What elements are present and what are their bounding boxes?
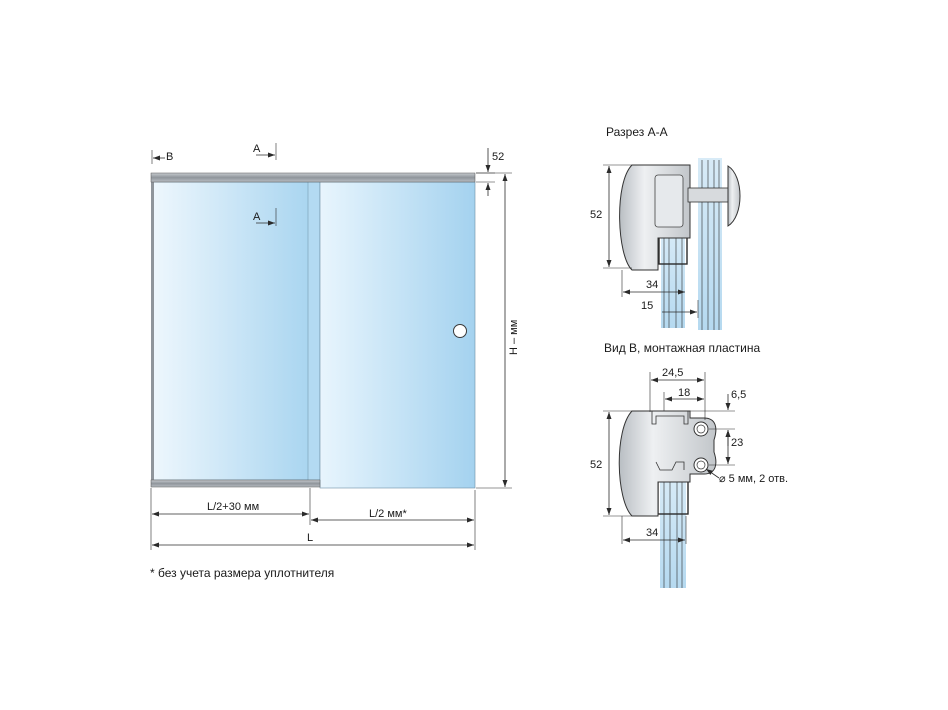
dim-52-top: 52 [492, 151, 504, 163]
section-aa-title: Разрез А-А [606, 125, 668, 139]
section-wall-glass [698, 158, 722, 330]
dim-total-width: L [307, 532, 313, 544]
handle-knob [453, 324, 467, 338]
viewb-dim-52: 52 [590, 459, 602, 471]
view-b-title: Вид B, монтажная пластина [604, 341, 760, 355]
section-cap [727, 165, 741, 227]
panel-overlap-strip [307, 181, 321, 481]
section-bolt [687, 187, 731, 203]
dim-right-width: L/2 мм* [369, 508, 407, 520]
viewb-hole-top [693, 421, 709, 437]
section-dim-34: 34 [646, 279, 658, 291]
viewb-dim-23: 23 [731, 437, 743, 449]
front-view: B A A 52 H – мм L/2+30 мм L/2 мм* L [150, 143, 520, 550]
viewb-glass [660, 476, 686, 588]
viewb-dim-6-5: 6,5 [731, 389, 746, 401]
viewb-hole-note: ⌀ 5 мм, 2 отв. [719, 473, 788, 485]
view-b: Вид B, монтажная пластина 24,5 18 6,5 [590, 341, 788, 588]
sliding-glass-panel [319, 181, 476, 489]
label-b: B [166, 151, 173, 163]
top-rail [150, 172, 476, 183]
dim-height-h: H – мм [508, 320, 520, 355]
section-dim-15: 15 [641, 300, 653, 312]
bottom-rail [150, 479, 321, 488]
section-dim-52: 52 [590, 209, 602, 221]
label-a-top: A [253, 143, 261, 155]
label-a-mid: A [253, 211, 261, 223]
viewb-hole-bottom [693, 457, 709, 473]
viewb-dim-18: 18 [678, 387, 690, 399]
fixed-glass-panel [151, 181, 311, 481]
section-glass [661, 228, 685, 328]
viewb-dim-24-5: 24,5 [662, 367, 683, 379]
wall-profile [151, 180, 154, 482]
footnote: * без учета размера уплотнителя [150, 566, 335, 580]
section-aa: Разрез А-А 52 34 15 [590, 125, 741, 330]
viewb-dim-34: 34 [646, 527, 658, 539]
dim-left-width: L/2+30 мм [207, 501, 259, 513]
